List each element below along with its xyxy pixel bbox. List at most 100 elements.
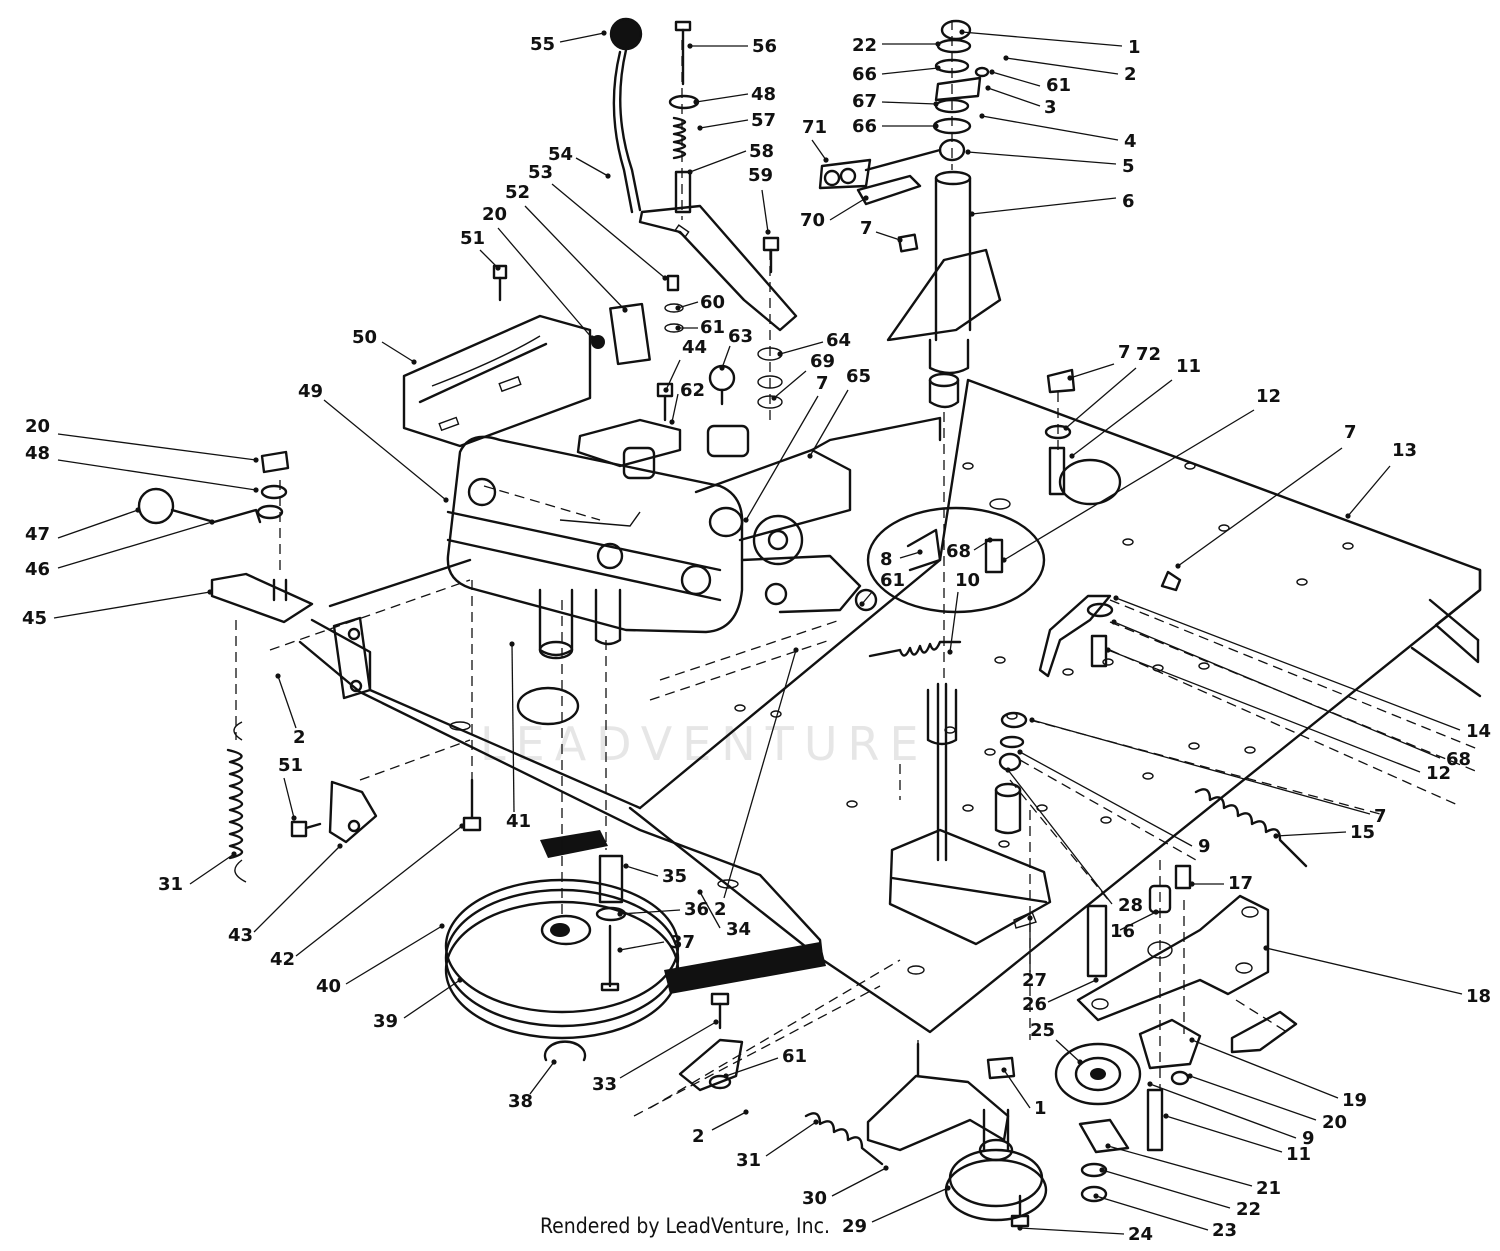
callout-4: 4 — [1124, 131, 1137, 152]
leader-dot-22 — [1099, 1167, 1105, 1173]
leader-line-4 — [981, 115, 1119, 141]
leader-dot-50 — [411, 359, 417, 365]
callout-48: 48 — [751, 84, 776, 105]
leader-line-11 — [1165, 1115, 1283, 1153]
callout-23: 23 — [1212, 1220, 1237, 1241]
leader-dot-68 — [987, 537, 993, 543]
leader-line-48 — [695, 93, 749, 103]
leader-line-47 — [57, 509, 139, 539]
leader-line-12 — [1107, 649, 1421, 773]
leader-dot-39 — [457, 977, 463, 983]
leader-line-68 — [1113, 621, 1441, 759]
leader-dot-46 — [209, 519, 215, 525]
leader-line-1 — [1003, 1069, 1031, 1109]
leader-dot-11 — [1069, 453, 1075, 459]
brake-disk — [866, 498, 1046, 614]
leader-line-34 — [699, 891, 721, 929]
leader-line-8 — [899, 551, 921, 559]
callout-20: 20 — [25, 416, 50, 437]
leader-dot-54 — [605, 173, 611, 179]
leader-dot-23 — [1093, 1193, 1099, 1199]
leader-dot-20 — [253, 457, 259, 463]
leader-dot-5 — [965, 149, 971, 155]
leader-dot-48 — [693, 99, 699, 105]
leader-dot-31 — [813, 1119, 819, 1125]
callout-27: 27 — [1022, 970, 1047, 991]
leader-dot-49 — [443, 497, 449, 503]
leader-line-57 — [699, 119, 749, 129]
callout-36: 36 — [684, 899, 709, 920]
transmission — [446, 416, 942, 660]
callout-59: 59 — [748, 165, 773, 186]
leader-line-13 — [1347, 465, 1391, 517]
leader-line-2 — [277, 675, 297, 729]
leader-dot-36 — [617, 911, 623, 917]
left-bracket — [290, 778, 482, 844]
footer-credit: Rendered by LeadVenture, Inc. — [540, 1214, 830, 1238]
callout-67: 67 — [852, 91, 877, 112]
leader-dot-2 — [275, 673, 281, 679]
leader-dot-61 — [723, 1073, 729, 1079]
leader-dot-2 — [793, 647, 799, 653]
callout-37: 37 — [670, 932, 695, 953]
leader-dot-58 — [687, 169, 693, 175]
leader-line-65 — [809, 389, 849, 457]
callout-46: 46 — [25, 559, 50, 580]
callout-20: 20 — [482, 204, 507, 225]
leader-dot-25 — [1077, 1059, 1083, 1065]
callout-61: 61 — [782, 1046, 807, 1067]
callout-53: 53 — [528, 162, 553, 183]
leader-dot-34 — [697, 889, 703, 895]
callout-57: 57 — [751, 110, 776, 131]
callout-51: 51 — [278, 755, 303, 776]
leader-line-29 — [871, 1187, 949, 1223]
leader-line-6 — [971, 197, 1117, 215]
callout-38: 38 — [508, 1091, 533, 1112]
leader-dot-2 — [743, 1109, 749, 1115]
callout-72: 72 — [1136, 344, 1161, 365]
leader-dot-60 — [675, 305, 681, 311]
leader-line-61 — [725, 1057, 779, 1077]
leader-dot-38 — [551, 1059, 557, 1065]
callout-7: 7 — [1118, 342, 1131, 363]
leader-line-30 — [831, 1167, 887, 1197]
leader-dot-40 — [439, 923, 445, 929]
leader-dot-12 — [1105, 647, 1111, 653]
leader-dot-51 — [495, 265, 501, 271]
assembly-lines — [235, 20, 1481, 1117]
snap-ring — [543, 1040, 587, 1062]
leader-line-14 — [1115, 597, 1461, 731]
callout-15: 15 — [1350, 822, 1375, 843]
callout-13: 13 — [1392, 440, 1417, 461]
leader-line-19 — [1191, 1039, 1339, 1099]
leader-dot-59 — [765, 229, 771, 235]
leader-dot-30 — [883, 1165, 889, 1171]
callout-31: 31 — [158, 874, 183, 895]
leader-dot-53 — [662, 275, 668, 281]
leader-dot-17 — [1189, 881, 1195, 887]
leader-dot-61 — [675, 325, 681, 331]
leader-line-7 — [1069, 363, 1115, 379]
callout-42: 42 — [270, 949, 295, 970]
callout-11: 11 — [1286, 1144, 1311, 1165]
leader-line-7 — [875, 231, 901, 241]
leader-line-7 — [1031, 719, 1371, 815]
leader-dot-72 — [1063, 425, 1069, 431]
leader-line-44 — [665, 359, 681, 391]
leader-dot-48 — [253, 487, 259, 493]
leader-dot-1 — [1001, 1067, 1007, 1073]
callout-50: 50 — [352, 327, 377, 348]
leader-line-37 — [619, 941, 665, 951]
leader-dot-64 — [777, 351, 783, 357]
callout-66: 66 — [852, 64, 877, 85]
leader-line-20 — [497, 227, 593, 339]
leader-dot-66 — [933, 123, 939, 129]
leader-line-7 — [745, 395, 819, 521]
leader-line-20 — [57, 433, 257, 461]
callout-29: 29 — [842, 1216, 867, 1237]
leader-dot-27 — [1027, 915, 1033, 921]
callout-68: 68 — [946, 541, 971, 562]
leader-dot-11 — [1163, 1113, 1169, 1119]
